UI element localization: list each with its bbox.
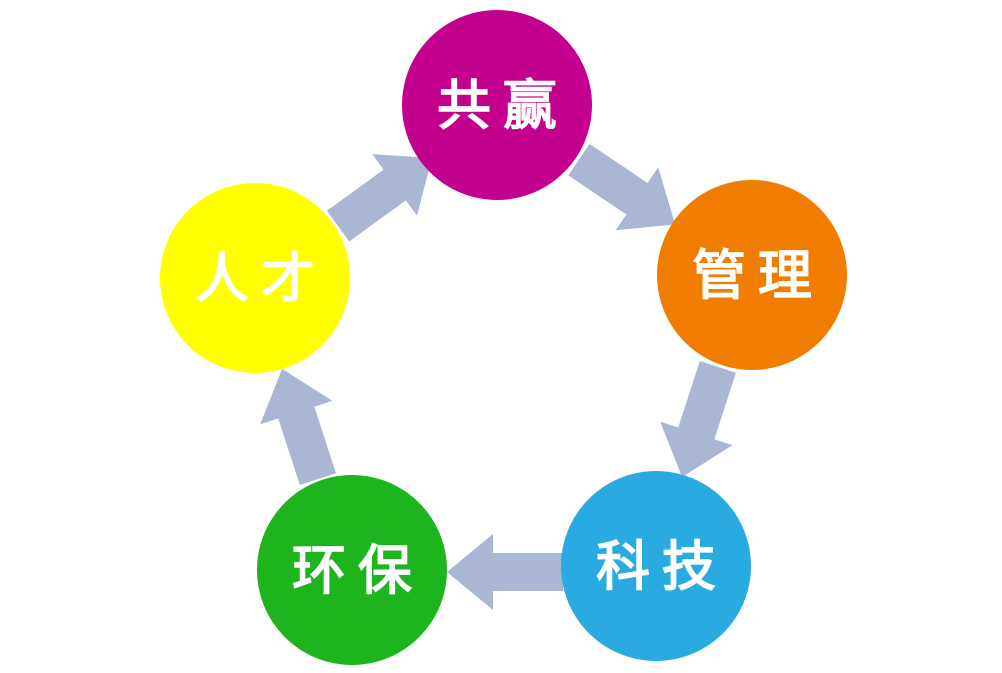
node-talent-label: 人才 <box>195 246 327 310</box>
node-talent: 人才 <box>160 183 350 373</box>
node-environment: 环保 <box>257 475 447 665</box>
node-management-label: 管理 <box>692 243 824 307</box>
node-win-win: 共赢 <box>402 10 592 200</box>
node-management: 管理 <box>657 180 847 370</box>
node-technology: 科技 <box>561 471 751 661</box>
node-environment-label: 环保 <box>292 538 424 602</box>
node-technology-label: 科技 <box>596 534 728 598</box>
arrow-technology-to-environment-icon <box>447 534 563 610</box>
node-win-win-label: 共赢 <box>437 73 569 137</box>
arrow-environment-to-talent-icon <box>260 368 336 486</box>
arrow-management-to-technology-icon <box>660 360 736 478</box>
